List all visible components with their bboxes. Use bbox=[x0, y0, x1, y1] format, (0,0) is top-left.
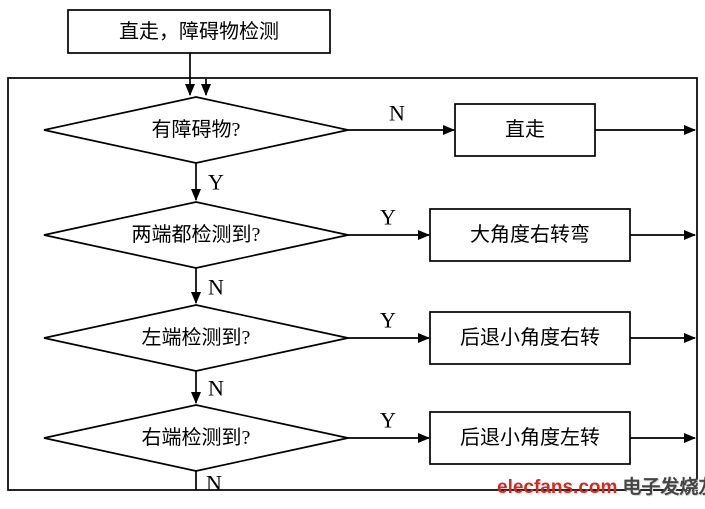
action-node-4 bbox=[429, 411, 631, 465]
decision-4-branch-label: Y bbox=[380, 408, 396, 433]
decision-4-next-label: N bbox=[206, 471, 222, 496]
decision-node-1 bbox=[43, 96, 349, 164]
action-node-3 bbox=[429, 311, 631, 365]
decision-3-next-label: N bbox=[208, 376, 224, 401]
decision-1-next-label: Y bbox=[208, 170, 224, 195]
site-name-text: 电子发烧友 bbox=[622, 477, 705, 498]
start-node-label: 直走，障碍物检测 bbox=[119, 20, 279, 43]
action-4-label: 后退小角度左转 bbox=[460, 426, 600, 449]
loop-boundary bbox=[7, 77, 698, 491]
decision-3-branch-label: Y bbox=[380, 308, 396, 333]
decision-node-3 bbox=[43, 304, 349, 372]
action-node-1 bbox=[454, 103, 596, 157]
decision-2-next-label: N bbox=[208, 275, 224, 300]
start-node bbox=[67, 9, 331, 54]
decision-node-2 bbox=[43, 201, 349, 269]
decision-node-4 bbox=[43, 404, 349, 472]
decision-3-label: 左端检测到? bbox=[142, 326, 251, 349]
action-1-label: 直走 bbox=[505, 118, 545, 141]
action-2-label: 大角度右转弯 bbox=[470, 223, 590, 246]
decision-2-label: 两端都检测到? bbox=[132, 223, 261, 246]
decision-1-branch-label: N bbox=[389, 101, 405, 126]
decision-1-label: 有障碍物? bbox=[152, 118, 241, 141]
decision-4-label: 右端检测到? bbox=[142, 426, 251, 449]
action-3-label: 后退小角度右转 bbox=[460, 326, 600, 349]
decision-2-branch-label: Y bbox=[380, 205, 396, 230]
watermark: elecfans.com电子发烧友 bbox=[497, 475, 705, 502]
brand-logo-text: elecfans.com bbox=[497, 477, 618, 498]
action-node-2 bbox=[429, 208, 631, 262]
